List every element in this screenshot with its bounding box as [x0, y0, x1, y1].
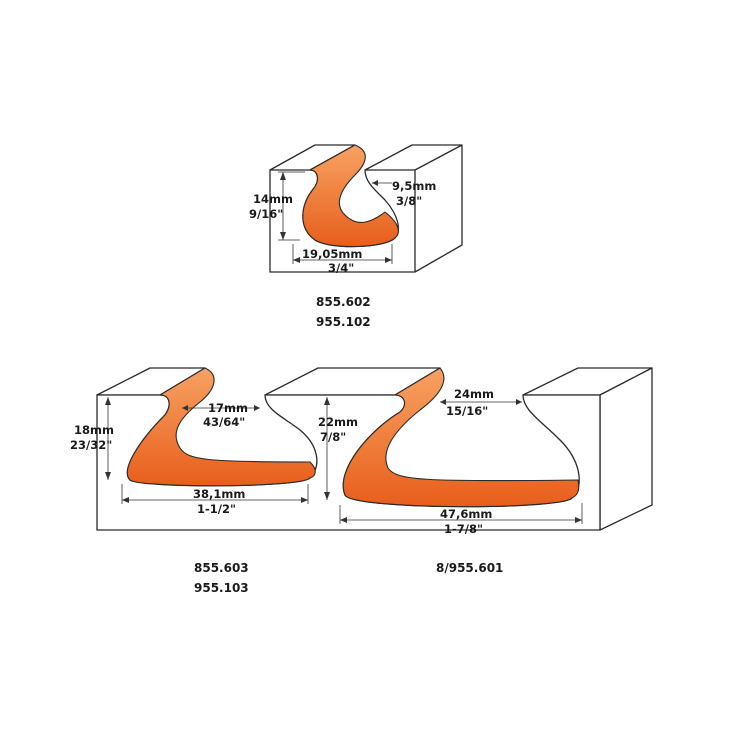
- dim-height-metric: 14mm: [253, 192, 293, 206]
- groove-large: [342, 367, 580, 508]
- profile-small: 14mm 9/16" 9,5mm 3/8" 19,05mm 3/4" 855.6…: [249, 144, 463, 329]
- dim-width-metric: 47,6mm: [440, 507, 492, 521]
- wood-block-side: [599, 367, 653, 531]
- profile-large-pair: 18mm 23/32" 17mm 43/64" 38,1mm 1-1/2" 22…: [70, 367, 653, 595]
- dim-height-imperial: 23/32": [70, 438, 112, 452]
- product-code: 855.602: [316, 295, 371, 309]
- product-code: 955.103: [194, 581, 249, 595]
- dim-height-imperial: 9/16": [249, 207, 283, 221]
- dim-depth-metric: 9,5mm: [392, 179, 436, 193]
- product-code: 955.102: [316, 315, 371, 329]
- dim-depth-imperial: 43/64": [203, 415, 245, 429]
- dim-depth-imperial: 15/16": [446, 404, 488, 418]
- dim-depth-metric: 17mm: [208, 401, 248, 415]
- dim-width-imperial: 1-1/2": [197, 502, 236, 516]
- dim-depth-imperial: 3/8": [396, 194, 422, 208]
- dim-depth-metric: 24mm: [454, 387, 494, 401]
- dim-height-imperial: 7/8": [320, 430, 346, 444]
- dim-height-metric: 18mm: [74, 423, 114, 437]
- dim-width-imperial: 1-7/8": [444, 522, 483, 536]
- dim-width-metric: 38,1mm: [193, 487, 245, 501]
- wood-block-small: [269, 144, 463, 273]
- product-code: 8/955.601: [436, 561, 503, 575]
- dim-width-metric: 19,05mm: [302, 247, 362, 261]
- groove-small: [302, 144, 399, 248]
- dim-width-imperial: 3/4": [328, 261, 354, 275]
- dim-height-metric: 22mm: [318, 415, 358, 429]
- product-code: 855.603: [194, 561, 249, 575]
- groove-medium: [126, 367, 316, 487]
